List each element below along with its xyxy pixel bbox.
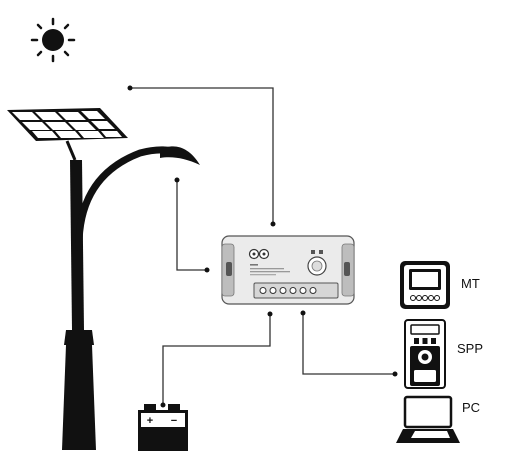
solar-panel-icon — [7, 108, 128, 161]
battery-plus-terminal: + — [147, 415, 153, 427]
wiring — [130, 87, 395, 405]
laptop-icon — [396, 395, 460, 443]
sun-icon — [30, 17, 76, 63]
wire-controller-to-devices — [302, 313, 395, 375]
charge-controller-icon — [221, 235, 355, 305]
wire-endpoints — [127, 85, 398, 408]
spp-label: SPP — [457, 341, 483, 356]
wire-panel-to-controller — [130, 87, 274, 224]
battery-icon: + − — [138, 404, 188, 451]
battery-minus-terminal: − — [171, 415, 177, 427]
meter-display-icon — [400, 261, 450, 309]
mt-label: MT — [461, 276, 480, 291]
street-lamp-icon — [62, 146, 200, 450]
remote-module-icon — [404, 319, 446, 389]
pc-label: PC — [462, 400, 480, 415]
wire-lamp-to-controller — [176, 180, 207, 271]
wire-controller-to-battery — [162, 314, 271, 405]
